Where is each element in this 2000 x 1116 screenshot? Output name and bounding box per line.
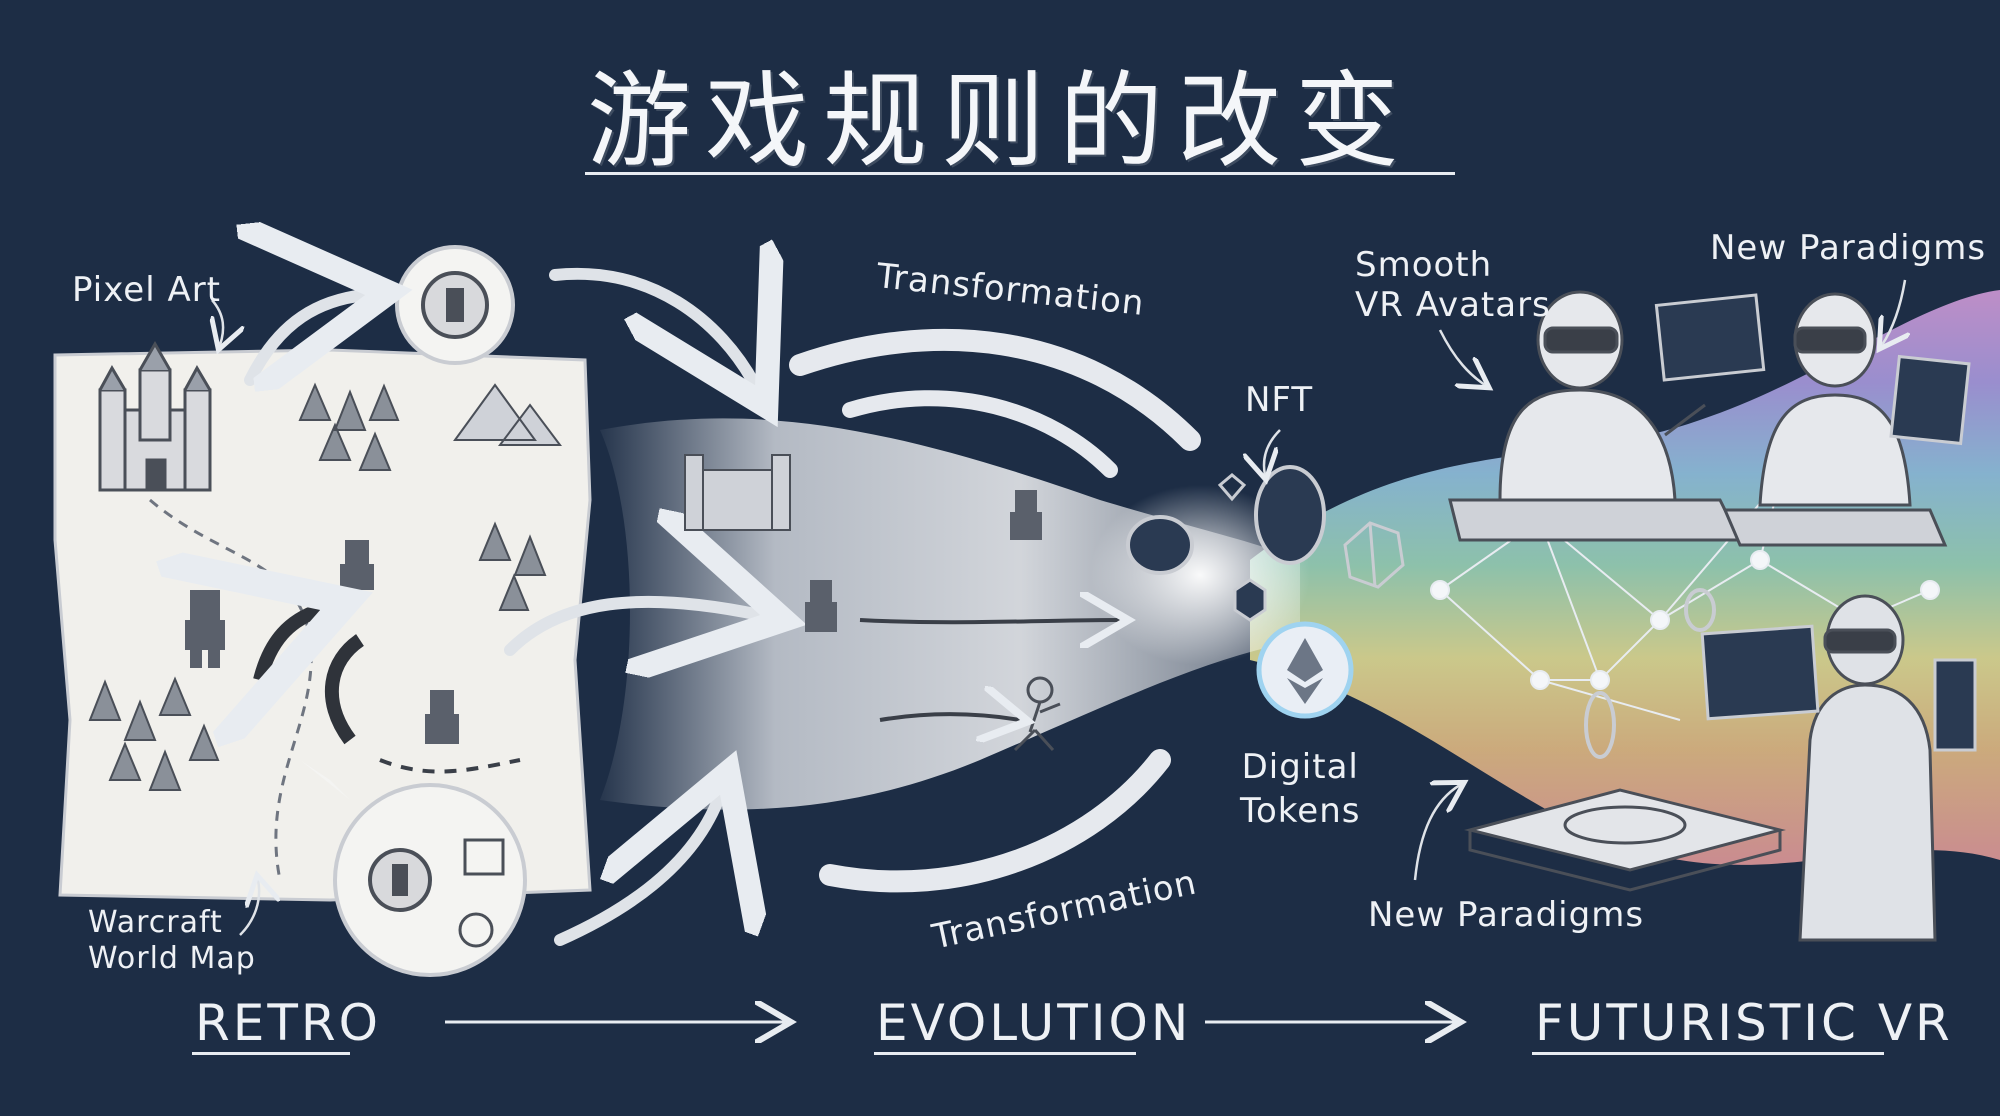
stream-arrows	[859, 620, 1120, 720]
vr-platform-icon	[1464, 788, 1786, 892]
crystal-icon	[1217, 473, 1405, 622]
vr-avatar-robot-icon	[1798, 594, 1937, 942]
label-warcraft-world-map: Warcraft World Map	[88, 905, 256, 976]
pixel-hero-icon	[340, 540, 374, 590]
nft-coins	[1126, 465, 1326, 575]
stage-label-evolution: EVOLUTION	[876, 994, 1192, 1052]
castle-icon	[98, 340, 212, 492]
label-pixel-art: Pixel Art	[72, 270, 222, 310]
label-nft: NFT	[1245, 380, 1314, 420]
title-underline	[585, 172, 1455, 175]
warcraft-map-illustration	[53, 340, 592, 902]
page-title: 游戏规则的改变	[586, 60, 1413, 182]
label-new-paradigms-bottom: New Paradigms	[1368, 895, 1645, 935]
pixel-warrior-icon	[425, 690, 459, 744]
label-pointer-arrows	[212, 279, 1905, 936]
pixel-items-bubble-bottom	[300, 760, 527, 977]
hologram-ring-icon	[1584, 588, 1716, 759]
stage-label-futuristic-vr: FUTURISTIC VR	[1535, 994, 1953, 1052]
label-new-paradigms-top: New Paradigms	[1710, 228, 1987, 268]
vr-avatar-male-icon	[1448, 290, 1743, 542]
map-arrow	[260, 610, 320, 680]
stage-underline-futuristic-vr	[1532, 1052, 1884, 1055]
pixel-coin-bubble-top	[395, 245, 515, 365]
vr-avatar-female-icon	[1722, 292, 1948, 547]
stage-underline-evolution	[874, 1052, 1136, 1055]
label-smooth-vr-avatars: Smooth VR Avatars	[1355, 245, 1551, 325]
running-character-icons	[805, 490, 1061, 752]
label-digital-tokens: Digital Tokens	[1240, 747, 1361, 831]
map-path	[379, 758, 521, 774]
stream-castle-icon	[684, 454, 791, 531]
transformation-pencils	[789, 328, 1201, 893]
mountains-icon	[453, 383, 562, 446]
stage-label-retro: RETRO	[195, 994, 381, 1052]
stage-underline-retro	[192, 1052, 350, 1055]
retro-arrows	[250, 274, 760, 946]
digital-token-ethereum-icon	[1256, 621, 1354, 719]
map-arrow	[324, 634, 365, 745]
holo-screens	[1654, 293, 1977, 752]
